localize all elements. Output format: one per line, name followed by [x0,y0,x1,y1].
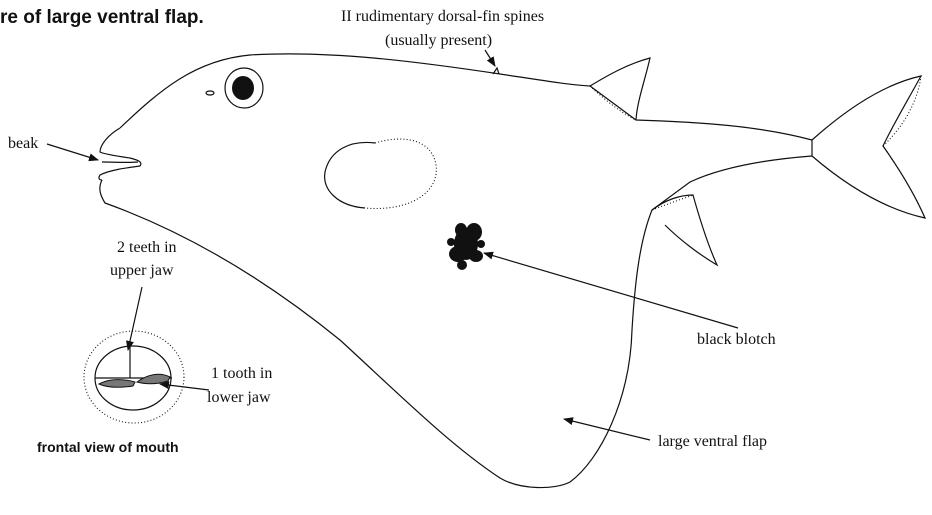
anal-fin [652,195,717,265]
beak-outline [99,128,141,180]
pectoral-fin [325,142,375,208]
caption-top: re of large ventral flap. [0,7,204,28]
frontal-mouth-view [84,331,184,423]
label-black-blotch: black blotch [697,331,776,348]
eye-icon [225,68,263,108]
label-beak: beak [8,135,38,152]
nostril [206,91,214,95]
label-dorsal-spines-line2: (usually present) [385,32,492,49]
arrow-ventral-flap [564,419,650,440]
arrow-beak [47,144,98,160]
label-teeth-upper-line2: upper jaw [110,262,174,279]
black-blotch-mark [447,223,485,270]
fish-body-outline [100,54,812,488]
label-teeth-lower-line2: lower jaw [207,389,271,406]
caudal-fin [812,76,925,218]
arrow-teeth-lower [160,384,209,390]
label-teeth-upper-line1: 2 teeth in [117,239,177,256]
arrow-teeth-upper [128,287,142,350]
caudal-fin-rays [883,76,925,218]
arrow-dorsal-spines [485,50,495,66]
arrow-black-blotch [484,253,738,328]
label-dorsal-spines-line1: II rudimentary dorsal-fin spines [341,8,544,25]
pectoral-fin-rays [365,139,436,208]
anal-fin-rays [652,195,693,210]
label-teeth-lower-line1: 1 tooth in [211,365,272,382]
label-frontal-view: frontal view of mouth [37,439,179,455]
label-ventral-flap: large ventral flap [658,433,767,450]
